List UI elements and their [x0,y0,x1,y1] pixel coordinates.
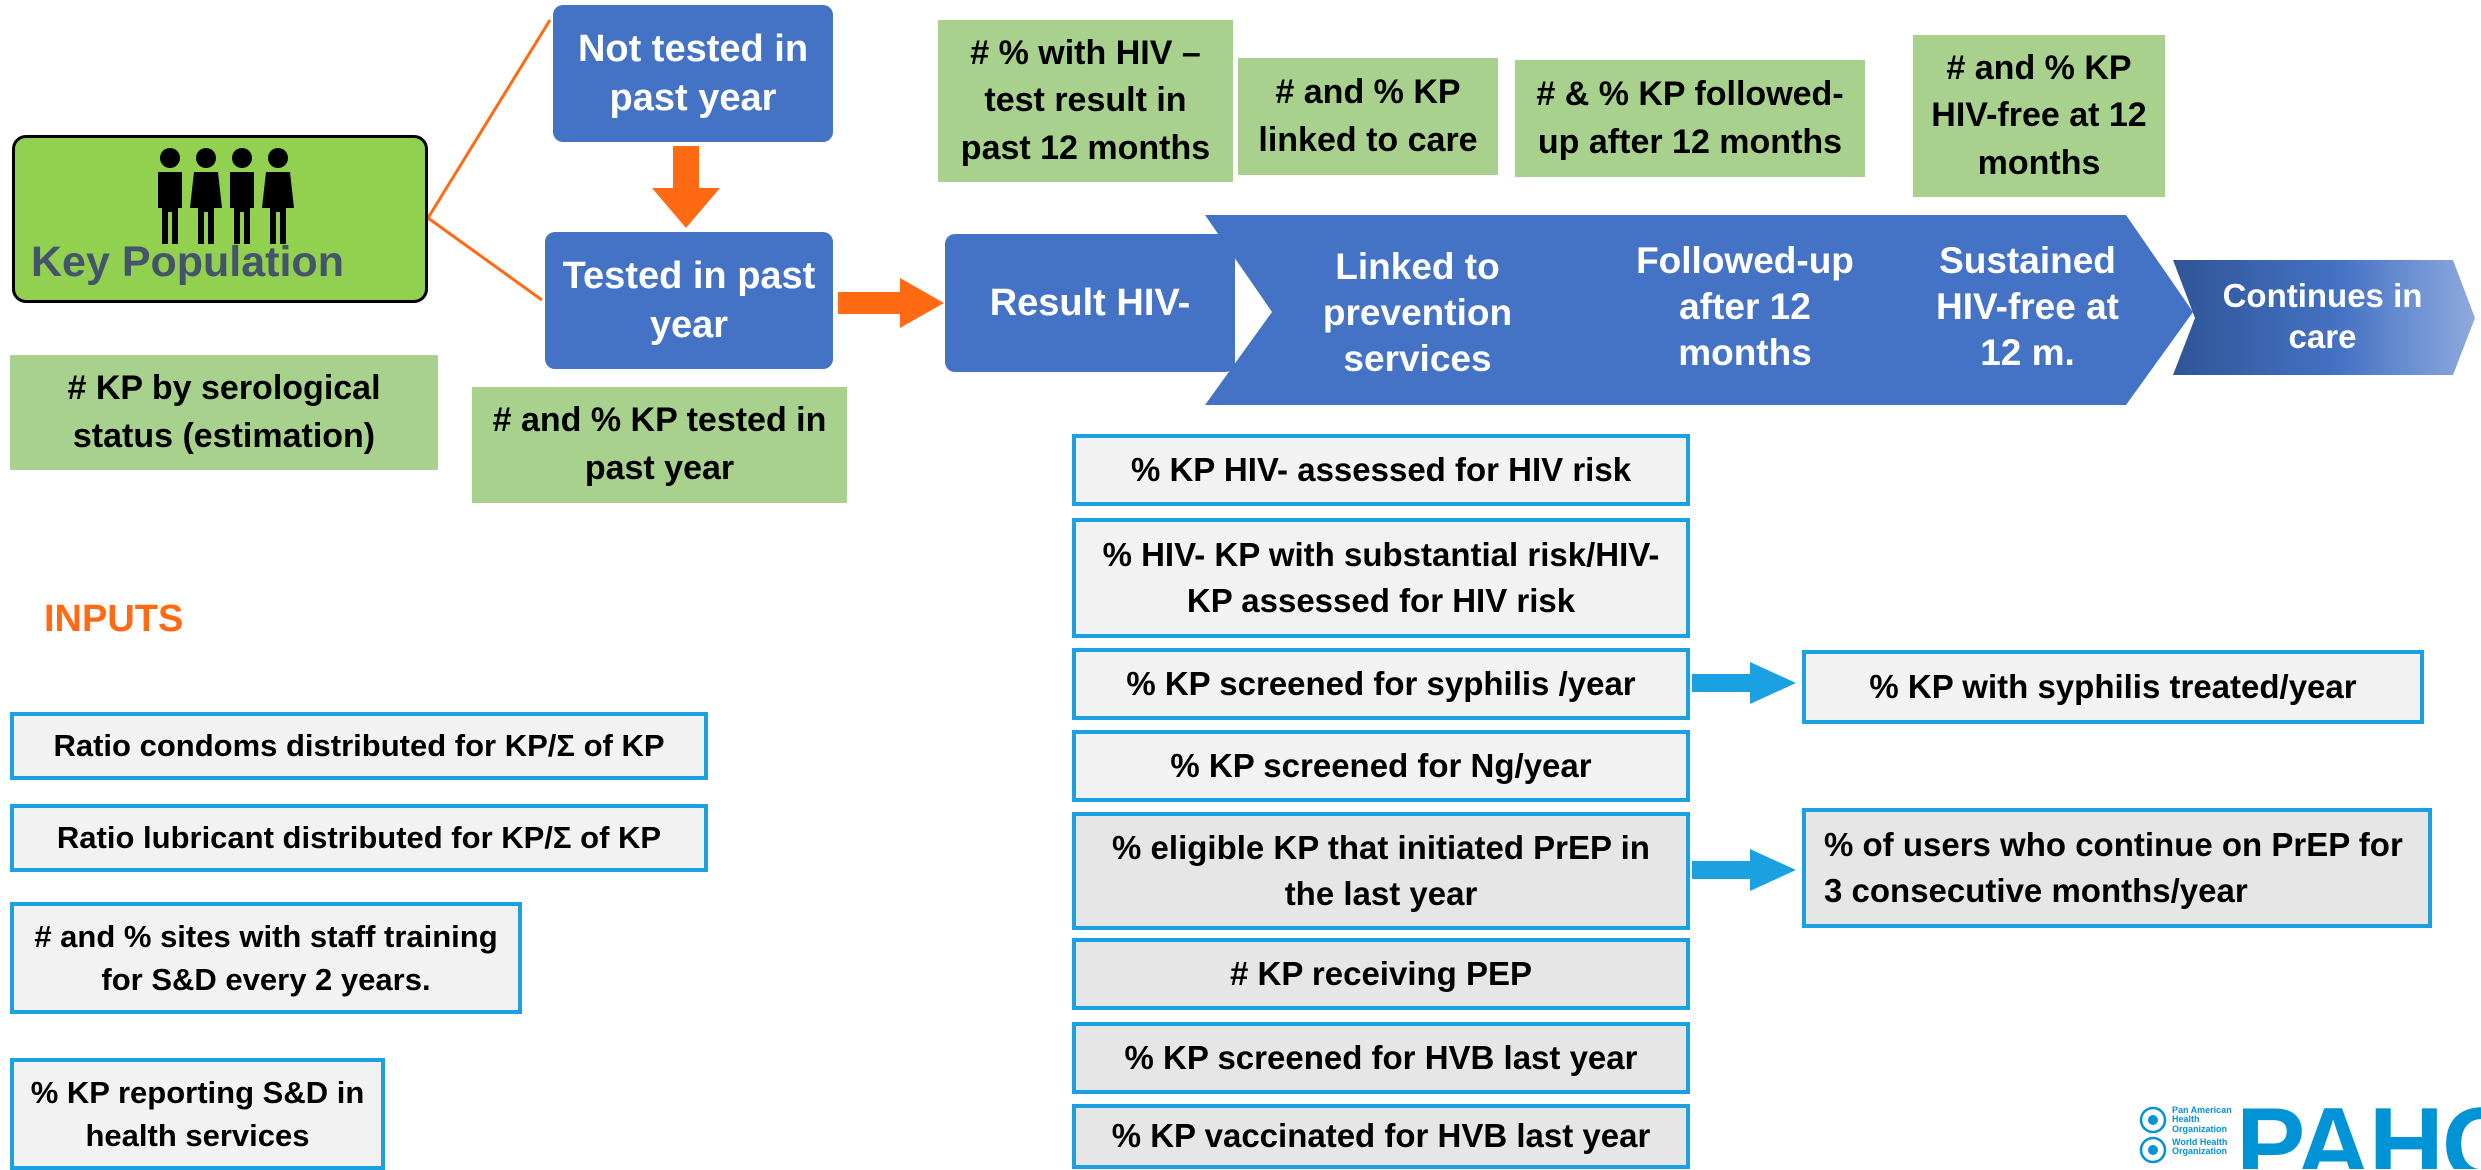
followed-up-label: Followed-up after 12 months [1636,240,1854,373]
linked-to-prevention-label: Linked to prevention services [1322,246,1513,379]
input-condoms-ratio: Ratio condoms distributed for KP/Σ of KP [10,712,708,780]
indicator-hvb-vaccinated: % KP vaccinated for HVB last year [1072,1104,1690,1169]
branch-line-upper [426,19,552,219]
sustained-hiv-free-label: Sustained HIV-free at 12 m. [1935,240,2119,373]
prep-arrow [1692,849,1796,891]
right-arrow [838,278,944,328]
indicator-hiv-test-result: # % with HIV – test result in past 12 mo… [938,20,1233,182]
indicator-substantial-risk: % HIV- KP with substantial risk/HIV- KP … [1072,518,1690,638]
indicator-syphilis-screened: % KP screened for syphilis /year [1072,648,1690,720]
syphilis-arrow [1692,662,1796,704]
chevron-followed [1535,215,1920,405]
indicator-ng-screened: % KP screened for Ng/year [1072,730,1690,802]
indicator-hiv-risk-assessed: % KP HIV- assessed for HIV risk [1072,434,1690,506]
inputs-heading: INPUTS [44,598,184,640]
tested-box: Tested in past year [545,232,833,369]
chevron-sustained [1835,215,2193,405]
indicator-linked-to-care: # and % KP linked to care [1238,58,1498,175]
indicator-prep-continuation: % of users who continue on PrEP for 3 co… [1802,808,2432,928]
branch-line-lower [427,216,543,302]
paho-org-line-1: Pan American Health Organization [2172,1105,2232,1134]
indicator-pep-receiving: # KP receiving PEP [1072,938,1690,1010]
indicator-hvb-screened: % KP screened for HVB last year [1072,1022,1690,1094]
input-lubricant-ratio: Ratio lubricant distributed for KP/Σ of … [10,804,708,872]
key-population-label: Key Population [31,238,344,286]
input-kp-reporting-sd: % KP reporting S&D in health services [10,1058,385,1170]
not-tested-box: Not tested in past year [553,5,833,142]
chevron-linked [1205,215,1625,405]
indicator-kp-tested: # and % KP tested in past year [472,387,847,503]
indicator-syphilis-treated: % KP with syphilis treated/year [1802,650,2424,724]
indicator-kp-serological-status: # KP by serological status (estimation) [10,355,438,470]
paho-wordmark: PAHO [2236,1100,2481,1169]
chevron-continues [2173,260,2475,375]
continues-in-care-label: Continues in care [2222,277,2423,355]
un-emblem-icon [2139,1106,2167,1164]
paho-org-line-2: World Health Organization [2172,1137,2228,1157]
people-group-icon [158,148,294,244]
indicator-followed-up: # & % KP followed-up after 12 months [1515,60,1865,177]
down-arrow [652,146,720,228]
result-hiv-negative-box: Result HIV- [945,234,1235,372]
key-population-box: Key Population [12,135,428,303]
input-staff-training: # and % sites with staff training for S&… [10,902,522,1014]
paho-logo: Pan American Health Organization World H… [2136,1100,2481,1169]
indicator-hiv-free: # and % KP HIV-free at 12 months [1913,35,2165,197]
indicator-prep-initiated: % eligible KP that initiated PrEP in the… [1072,812,1690,930]
